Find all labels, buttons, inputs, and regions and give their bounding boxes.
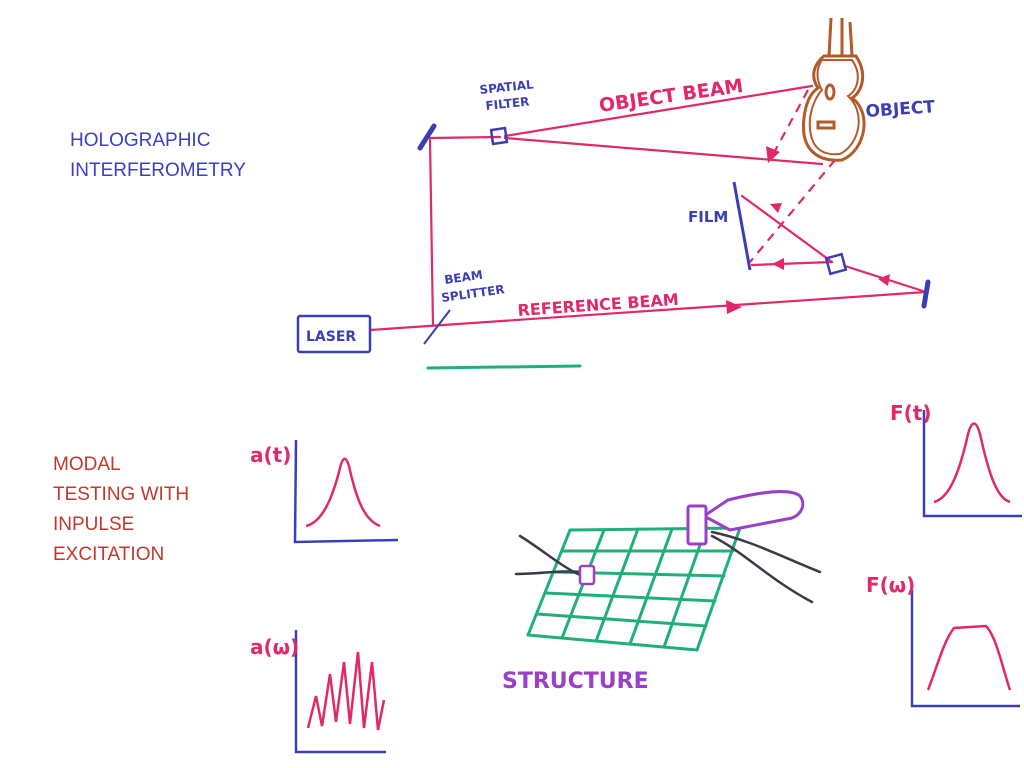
modal-testing-setup: a(t) a(ω) F(t) F(ω) xyxy=(250,401,1022,754)
holo-title-line-1: HOLOGRAPHIC xyxy=(70,130,211,151)
plot-f-w: F(ω) xyxy=(866,573,1020,708)
plot-a-t-curve xyxy=(305,457,381,528)
modal-title-line-1: MODAL xyxy=(53,454,121,475)
modal-testing-title: MODAL TESTING WITH INPULSE EXCITATION xyxy=(53,450,189,570)
object-beam-label: OBJECT BEAM xyxy=(598,75,745,117)
plot-f-w-curve xyxy=(926,624,1012,691)
lens-icon xyxy=(824,252,848,276)
beam-splitter xyxy=(423,309,451,345)
reflection-arrow-head xyxy=(766,146,780,163)
structure-grid xyxy=(526,526,742,652)
spatial-filter-label-1: SPATIAL xyxy=(479,77,535,97)
lens-to-film-top-beam xyxy=(740,194,834,264)
object-reflection-dashed xyxy=(769,89,809,161)
structure-label: STRUCTURE xyxy=(502,669,649,694)
holography-setup: LASER SPATIAL FILTER OBJECT BEAM OBJECT … xyxy=(296,17,936,370)
object-beam-upper xyxy=(503,84,814,138)
green-underline xyxy=(426,364,582,370)
lens-to-film-bottom-beam xyxy=(750,260,834,267)
plot-f-t-curve xyxy=(933,422,1011,504)
plot-f-t: F(t) xyxy=(890,401,1022,518)
plot-a-w: a(ω) xyxy=(250,630,386,754)
impact-hammer-icon xyxy=(686,490,805,546)
reference-beam-line xyxy=(368,290,928,332)
vertical-beam-line xyxy=(428,138,435,328)
mirror-arrow-head xyxy=(878,274,890,286)
modal-title-line-4: EXCITATION xyxy=(53,544,165,565)
sensor-cables xyxy=(514,530,822,604)
f-t-label: F(t) xyxy=(890,401,932,425)
mirror-top-left xyxy=(417,123,437,151)
mirror-to-filter-beam xyxy=(428,135,502,140)
reference-arrow-head xyxy=(726,300,742,314)
plot-a-w-axes xyxy=(294,630,386,754)
film-bottom-arrow-head xyxy=(772,258,784,270)
mirror-right xyxy=(921,279,931,309)
laser-box xyxy=(296,314,372,354)
plot-f-t-axes xyxy=(922,410,1022,518)
accelerometer-icon xyxy=(578,564,596,586)
f-w-label: F(ω) xyxy=(866,573,915,597)
modal-title-line-3: INPULSE xyxy=(53,514,135,535)
film-plate xyxy=(732,181,752,271)
film-top-arrow-head xyxy=(770,203,782,213)
holo-title-line-2: INTERFEROMETRY xyxy=(70,160,246,181)
modal-title-line-2: TESTING WITH xyxy=(53,484,190,505)
spatial-filter-label-2: FILTER xyxy=(485,94,530,113)
holographic-interferometry-title: HOLOGRAPHIC INTERFEROMETRY xyxy=(70,126,246,186)
a-t-label: a(t) xyxy=(250,443,291,467)
beam-splitter-label-1: BEAM xyxy=(443,268,483,287)
spatial-filter-icon xyxy=(489,126,509,146)
plot-a-t-axes xyxy=(293,439,399,544)
object-icon xyxy=(801,17,866,162)
object-label: OBJECT xyxy=(865,97,936,122)
plot-a-w-curve xyxy=(306,651,386,731)
laser-label: LASER xyxy=(306,329,356,345)
plot-a-t: a(t) xyxy=(250,439,399,544)
a-w-label: a(ω) xyxy=(250,635,299,659)
object-reflection-dashed-2 xyxy=(749,159,836,263)
film-label: FILM xyxy=(688,208,728,226)
plot-f-w-axes xyxy=(910,590,1020,708)
